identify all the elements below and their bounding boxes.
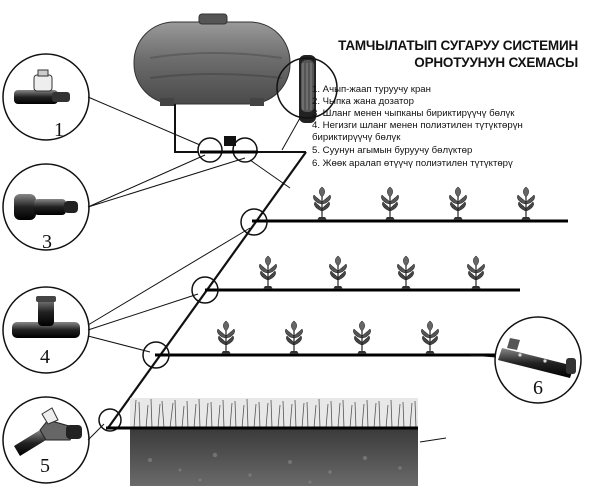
tee-connector-icon (12, 296, 80, 338)
part-label-5: 5 (40, 455, 50, 477)
valve-callouts (197, 136, 258, 163)
leader-lines (87, 96, 497, 441)
hose-connector-icon (14, 194, 78, 220)
legend-item-1: 1. Ачып-жаап туруучу кран (312, 84, 431, 95)
junction-circle-2 (191, 276, 219, 304)
part-label-3: 3 (42, 231, 52, 253)
legend-item-3: 3. Шланг менен чыпканы бириктирүүчү бөлү… (312, 108, 515, 119)
legend-item-4: 4. Негизги шланг менен полиэтилен түтүкт… (312, 120, 523, 131)
diagram-title-line-2: ОРНОТУУНУН СХЕМАСЫ (414, 55, 578, 70)
part-label-1: 1 (54, 119, 64, 141)
filter-doser-icon (299, 55, 316, 123)
legend-item-4-cont: бириктирүүчү бөлүк (312, 132, 401, 143)
tank-outlet-pipe (174, 104, 306, 153)
junction-circle-1 (240, 208, 268, 236)
part-label-4: 4 (40, 346, 50, 368)
drip-tube-icon (498, 338, 576, 378)
part-label-6: 6 (533, 377, 543, 399)
plant-row-1 (312, 186, 536, 221)
plant-row-2 (258, 255, 486, 290)
legend-item-5: 5. Суунун агымын буруучу бөлүктөр (312, 145, 473, 156)
plant-row-3 (216, 320, 440, 355)
junction-circle-4 (98, 408, 122, 432)
filter-callout-circle (276, 57, 338, 119)
soil-cross-section (106, 398, 447, 486)
elbow-connector-icon (14, 407, 82, 456)
legend-item-6: 6. Жөөк аралап өтүүчү полиэтилен түтүктө… (312, 158, 513, 169)
junction-circle-3 (142, 341, 170, 369)
valve-fitting-icon (14, 69, 70, 104)
legend-item-2: 2. Чыпка жана дозатор (312, 96, 414, 107)
water-tank (133, 13, 291, 106)
diagram-title-line-1: ТАМЧЫЛАТЫП СУГАРУУ СИСТЕМИН (338, 38, 578, 53)
